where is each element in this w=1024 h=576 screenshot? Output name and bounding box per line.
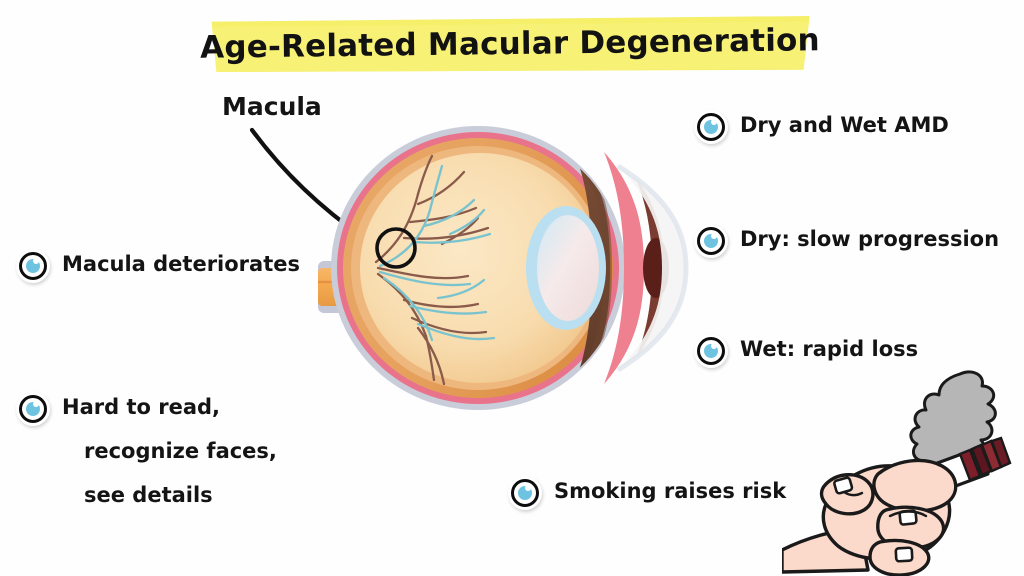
macula-callout-label: Macula [222, 92, 322, 121]
hand-holding-cigarette-illustration [782, 370, 1012, 576]
bullet-vision-difficulties: Hard to read, recognize faces, see detai… [16, 392, 277, 506]
iris [604, 152, 644, 384]
page-title: Age-Related Macular Degeneration [199, 22, 821, 66]
bullet-dry-slow-progression: Dry: slow progression [694, 224, 999, 258]
eye-cross-section-illustration [318, 126, 689, 410]
bullet-smoking-raises-risk: Smoking raises risk [508, 476, 786, 510]
cornea [618, 166, 686, 370]
macula-circle-marker [375, 227, 417, 269]
title-banner: Age-Related Macular Degeneration [200, 8, 820, 80]
bullet-macula-deteriorates: Macula deteriorates [16, 249, 300, 283]
bullet-label: Dry and Wet AMD [740, 113, 949, 137]
eye-bullet-icon [16, 392, 50, 426]
eye-bullet-icon [694, 224, 728, 258]
title-highlight-marker [211, 16, 810, 72]
eye-bullet-icon [694, 334, 728, 368]
bullet-label-multiline: Hard to read, recognize faces, see detai… [62, 392, 277, 506]
bullet-label: Dry: slow progression [740, 227, 1000, 251]
bullet-label: Macula deteriorates [62, 252, 300, 276]
bullet-label: Wet: rapid loss [740, 337, 919, 361]
bullet-wet-rapid-loss: Wet: rapid loss [694, 334, 918, 368]
bullet-line-3: see details [84, 483, 213, 508]
hand-icon [782, 458, 958, 576]
bullet-label: Smoking raises risk [554, 479, 787, 503]
eye-bullet-icon [508, 476, 542, 510]
eye-bullet-icon [694, 110, 728, 144]
eye-bullet-icon [16, 249, 50, 283]
bullet-line-2: recognize faces, [84, 439, 277, 464]
bullet-line-1: Hard to read, [62, 395, 221, 419]
bullet-dry-and-wet-amd: Dry and Wet AMD [694, 110, 949, 144]
lens [537, 215, 599, 321]
